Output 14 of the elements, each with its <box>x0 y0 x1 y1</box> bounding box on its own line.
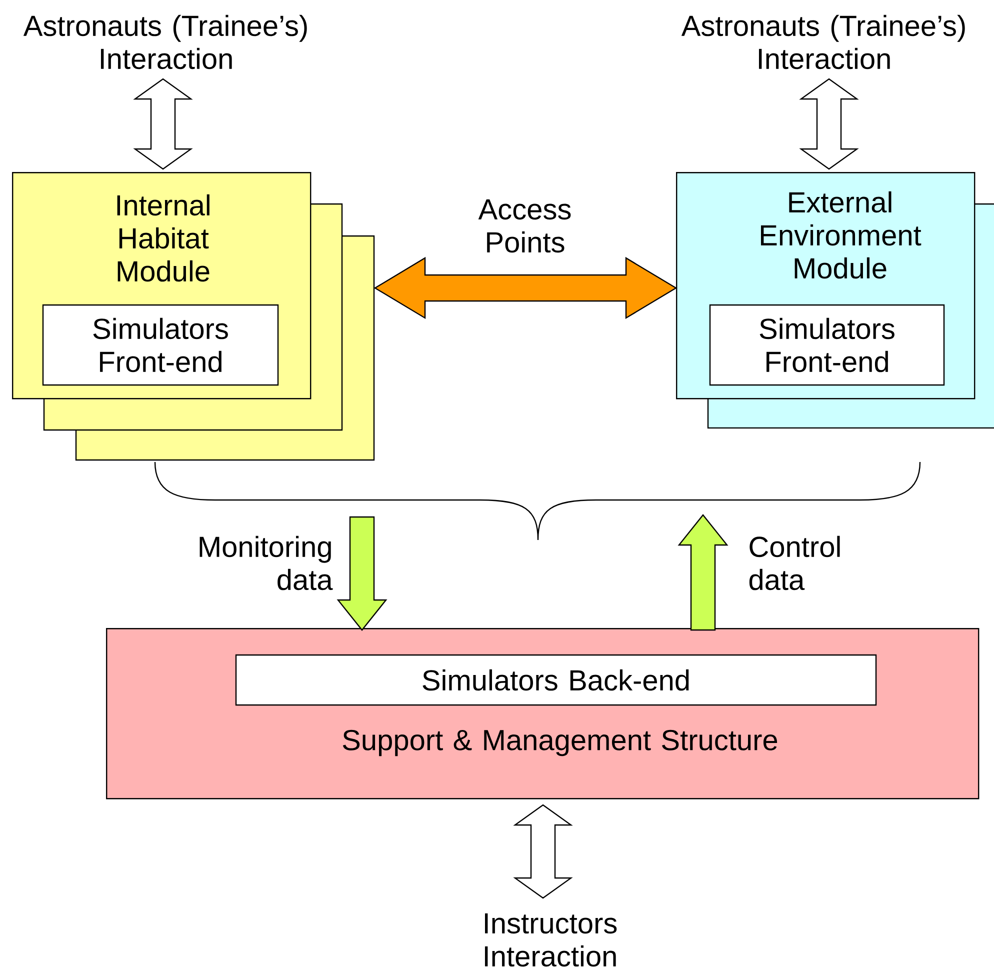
interaction-label: Astronauts (Trainee’s) Interaction <box>681 14 965 70</box>
block-arrow <box>336 516 388 631</box>
block-arrow <box>133 78 193 170</box>
simulator-box: Simulators Back-end <box>235 654 877 706</box>
block-arrow <box>678 514 728 631</box>
interaction-label: Instructors Interaction <box>484 913 617 967</box>
edge-label: Monitoring data <box>200 536 333 590</box>
simulator-box: Simulators Front-end <box>709 304 945 386</box>
edge-label: Access Points <box>478 199 571 253</box>
interaction-label: Astronauts (Trainee’s) Interaction <box>23 14 307 70</box>
block-arrow <box>513 804 573 899</box>
simulator-box: Simulators Front-end <box>42 304 279 386</box>
block-arrow <box>799 78 859 170</box>
edge-label: Control data <box>749 536 840 590</box>
